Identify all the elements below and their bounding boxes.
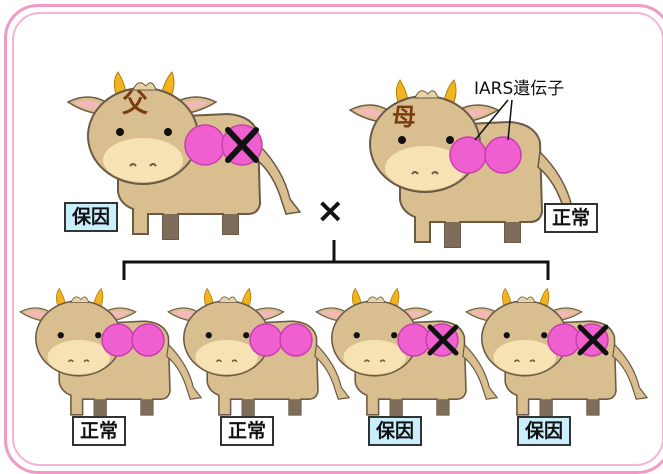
offspring-gene-pair-4 — [547, 323, 609, 357]
offspring-2-status-label: 正常 — [220, 416, 275, 446]
offspring-gene-pair-3 — [397, 323, 459, 357]
offspring-1-status-label: 正常 — [72, 416, 127, 446]
father-status-label: 保因 — [64, 202, 119, 232]
mother-status-label: 正常 — [544, 203, 599, 233]
mother-gene-pair — [449, 136, 522, 174]
father-kanji: 父 — [122, 89, 149, 119]
father-gene-pair — [184, 124, 263, 166]
offspring-4-mutation-x-icon — [577, 324, 609, 356]
offspring-3-mutation-x-icon — [427, 324, 459, 356]
mother-kanji: 母 — [392, 103, 416, 131]
offspring-gene-pair-2 — [249, 323, 313, 357]
offspring-4-status-label: 保因 — [517, 416, 572, 446]
offspring-bracket — [122, 240, 550, 280]
offspring-gene-pair-1 — [101, 323, 165, 357]
cross-symbol: × — [316, 191, 345, 231]
gene-label: IARS遺伝子 — [474, 79, 565, 99]
pedigree-diagram: 父 母 — [19, 71, 648, 420]
father-mutation-x-icon — [225, 127, 259, 163]
gene-pointer-lines — [474, 99, 513, 141]
offspring-3-status-label: 保因 — [368, 416, 423, 446]
